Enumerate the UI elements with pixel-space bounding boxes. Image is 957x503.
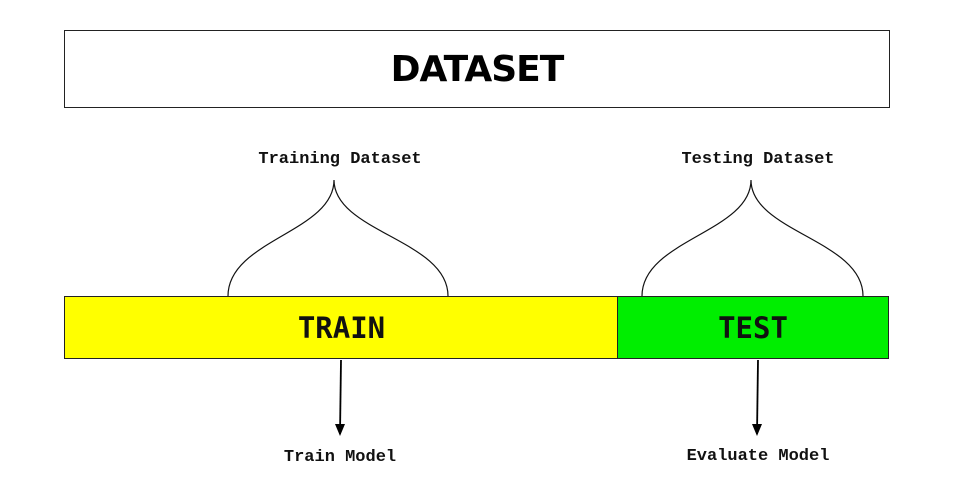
testing-dataset-label: Testing Dataset: [681, 150, 835, 169]
test-arrowhead: [752, 424, 762, 436]
train-segment-label: TRAIN: [297, 310, 386, 345]
training-brace: [227, 179, 449, 297]
test-segment: TEST: [617, 296, 889, 359]
dataset-box: DATASET: [64, 30, 890, 108]
testing-brace: [641, 179, 864, 297]
test-arrow: [756, 359, 759, 435]
training-dataset-label: Training Dataset: [258, 150, 422, 169]
evaluate-model-label: Evaluate Model: [686, 447, 830, 466]
dataset-title: DATASET: [390, 48, 565, 90]
train-segment: TRAIN: [64, 296, 619, 359]
test-segment-label: TEST: [718, 310, 788, 345]
train-arrowhead: [335, 424, 345, 436]
train-arrow: [339, 359, 342, 435]
train-model-label: Train Model: [283, 448, 397, 467]
